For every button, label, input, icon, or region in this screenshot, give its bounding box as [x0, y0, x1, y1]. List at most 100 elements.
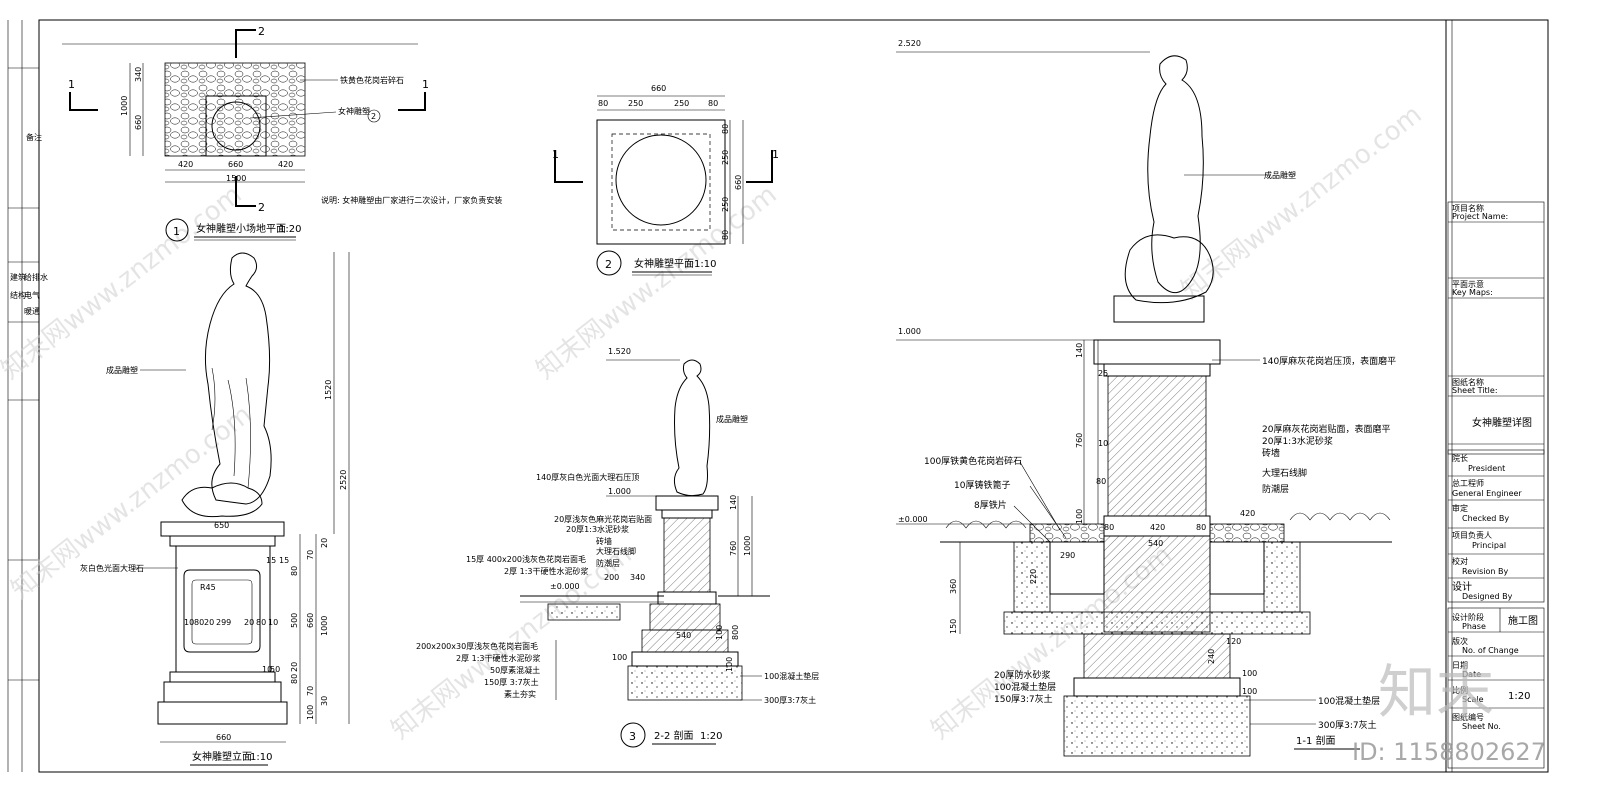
- s11-label-statue: 成品雕塑: [1264, 170, 1296, 180]
- s22-elev-mid: 1.000: [608, 487, 631, 496]
- elev-dim-660: 660: [216, 733, 231, 742]
- s22-label-l2: 20厚浅灰色麻光花岗岩贴面: [554, 514, 652, 524]
- tb-president-en: President: [1468, 464, 1505, 473]
- plan-dim-1500: 1500: [226, 174, 246, 183]
- strip-label-2: 建筑: [10, 272, 26, 282]
- elev-dim-20a: 20: [204, 618, 214, 627]
- elev-dim-50: 50: [270, 665, 280, 674]
- strip-label-6: 暖通: [24, 306, 40, 316]
- s11-dim-150: 150: [949, 619, 958, 634]
- sp-dim-250c: 250: [721, 150, 730, 165]
- sp-mark-1a: 1: [552, 148, 559, 161]
- sec-mark-1b: 1: [422, 78, 429, 91]
- watermark-1: 知末网www.znzmo.com: [0, 180, 248, 386]
- sec-mark-2b: 2: [258, 201, 265, 214]
- statue-plan: 1 1 660 80 250 250 80 80 250 250 80 660 …: [552, 84, 779, 276]
- tb-designed-en: Designed By: [1462, 592, 1513, 601]
- s22-label-l5: 大理石线脚: [596, 546, 636, 556]
- s11-dim-100a: 100: [1075, 509, 1084, 524]
- elev-dim-1520: 1520: [324, 380, 333, 400]
- tb-sheetno-en: Sheet No.: [1462, 722, 1501, 731]
- tb-change: 版次: [1452, 636, 1468, 646]
- label-gravel: 铁黄色花岗岩碎石: [340, 75, 404, 85]
- s22-dim-800: 800: [731, 625, 740, 640]
- s22-label-l4: 砖墙: [596, 536, 612, 546]
- strip-label-4: 给排水: [24, 272, 48, 282]
- elev-dim-299: 299: [216, 618, 231, 627]
- sec-mark-1a: 1: [68, 78, 75, 91]
- s11-elev-mid: 1.000: [898, 327, 921, 336]
- s11-label-l5: 100混凝土垫层: [994, 681, 1056, 693]
- s22-label-b1: 200x200x30厚浅灰色花岗岩面毛: [416, 641, 538, 651]
- s11-dim-10: 10: [1098, 439, 1108, 448]
- sp-dim-660r: 660: [734, 175, 743, 190]
- tb-sheettitle-en: Sheet Title:: [1452, 386, 1498, 395]
- s11-label-r4: 砖墙: [1262, 447, 1280, 459]
- s11-label-r3: 20厚1:3水泥砂浆: [1262, 435, 1333, 447]
- s11-label-r6: 防潮层: [1262, 483, 1289, 495]
- s22-label-r1: 100混凝土垫层: [764, 671, 819, 681]
- s22-label-l6: 防潮层: [596, 558, 620, 568]
- tb-phase: 设计阶段: [1452, 612, 1484, 622]
- tb-revision-en: Revision By: [1462, 567, 1508, 576]
- s22-dim-140: 140: [729, 495, 738, 510]
- s11-dim-220: 220: [1029, 569, 1038, 584]
- tb-phase-value: 施工图: [1508, 614, 1538, 627]
- s22-elev-zero: ±0.000: [550, 582, 580, 591]
- label-statue-ref: 2: [371, 112, 376, 121]
- elev-dim-20c: 20: [290, 662, 299, 672]
- s11-dim-240: 240: [1207, 649, 1216, 664]
- drawing-frame: [38, 19, 1549, 773]
- sp-dim-80b: 80: [708, 99, 718, 108]
- s11-label-l2: 10厚铸铁篦子: [954, 479, 1010, 491]
- s11-dim-25: 25: [1098, 369, 1108, 378]
- elev-dim-20b: 20: [244, 618, 254, 627]
- title-block: 项目名称 Project Name: 平面示意 Key Maps: 图纸名称 S…: [1445, 20, 1545, 772]
- s22-label-b2: 2厚 1:3干硬性水泥砂浆: [456, 653, 541, 663]
- s22-label-l1: 140厚灰白色光面大理石压顶: [536, 472, 639, 482]
- tb-project-en: Project Name:: [1452, 212, 1508, 221]
- s11-dim-100b: 100: [1242, 669, 1257, 678]
- s22-dim-100a: 100: [612, 653, 627, 662]
- elev-dim-70b: 70: [306, 686, 315, 696]
- tb-president: 院长: [1452, 453, 1468, 463]
- s11-label-r2: 20厚麻灰花岗岩贴面，表面磨平: [1262, 423, 1390, 435]
- elev-dim-30: 30: [320, 696, 329, 706]
- watermark-2: 知末网www.znzmo.com: [6, 400, 258, 606]
- s11-dim-360: 360: [949, 579, 958, 594]
- site-plan-index: 1: [173, 225, 180, 238]
- s11-title: 1-1 剖面: [1296, 734, 1336, 747]
- s22-dim-760: 760: [729, 541, 738, 556]
- tb-designed: 设计: [1452, 580, 1472, 593]
- s11-dim-420a: 420: [1150, 523, 1165, 532]
- elev-label-statue: 成品雕塑: [106, 365, 138, 375]
- left-strip: 备注 建筑 结构 给排水 电气 暖通: [7, 20, 48, 772]
- s11-elev-zero: ±0.000: [898, 515, 928, 524]
- elevation: R45 10 80 20 299 20 80 10 660 650 1520 2…: [80, 252, 350, 766]
- plan-dim-660: 660: [134, 115, 143, 130]
- elev-dim-10b: 10: [268, 618, 278, 627]
- sp-dim-80a: 80: [598, 99, 608, 108]
- s22-index: 3: [629, 730, 636, 743]
- s22-dim-1000: 1000: [743, 536, 752, 556]
- tb-keymaps-en: Key Maps:: [1452, 288, 1493, 297]
- s11-dim-290: 290: [1060, 551, 1075, 560]
- tb-phase-en: Phase: [1462, 622, 1486, 631]
- elev-dim-15a: 15: [266, 556, 276, 565]
- s22-dim-100b: 100: [725, 657, 734, 672]
- tb-change-en: No. of Change: [1462, 646, 1519, 655]
- plan-dim-420a: 420: [178, 160, 193, 169]
- s22-label-statue: 成品雕塑: [716, 414, 748, 424]
- plan-note: 说明: 女神雕塑由厂家进行二次设计，厂家负责安装: [321, 195, 502, 205]
- elev-dim-100: 100: [306, 705, 315, 720]
- s11-dim-540: 540: [1148, 539, 1163, 548]
- s22-dim-200: 200: [604, 573, 619, 582]
- s11-dim-80a: 80: [1096, 477, 1106, 486]
- brand-watermark: 知末: [1378, 658, 1494, 726]
- sp-mark-1b: 1: [772, 148, 779, 161]
- s11-label-r1: 140厚麻灰花岗岩压顶，表面磨平: [1262, 355, 1396, 367]
- tb-sheet-title: 女神雕塑详图: [1472, 416, 1532, 429]
- s11-label-l3: 8厚铁片: [974, 499, 1007, 511]
- plan-dim-340: 340: [134, 67, 143, 82]
